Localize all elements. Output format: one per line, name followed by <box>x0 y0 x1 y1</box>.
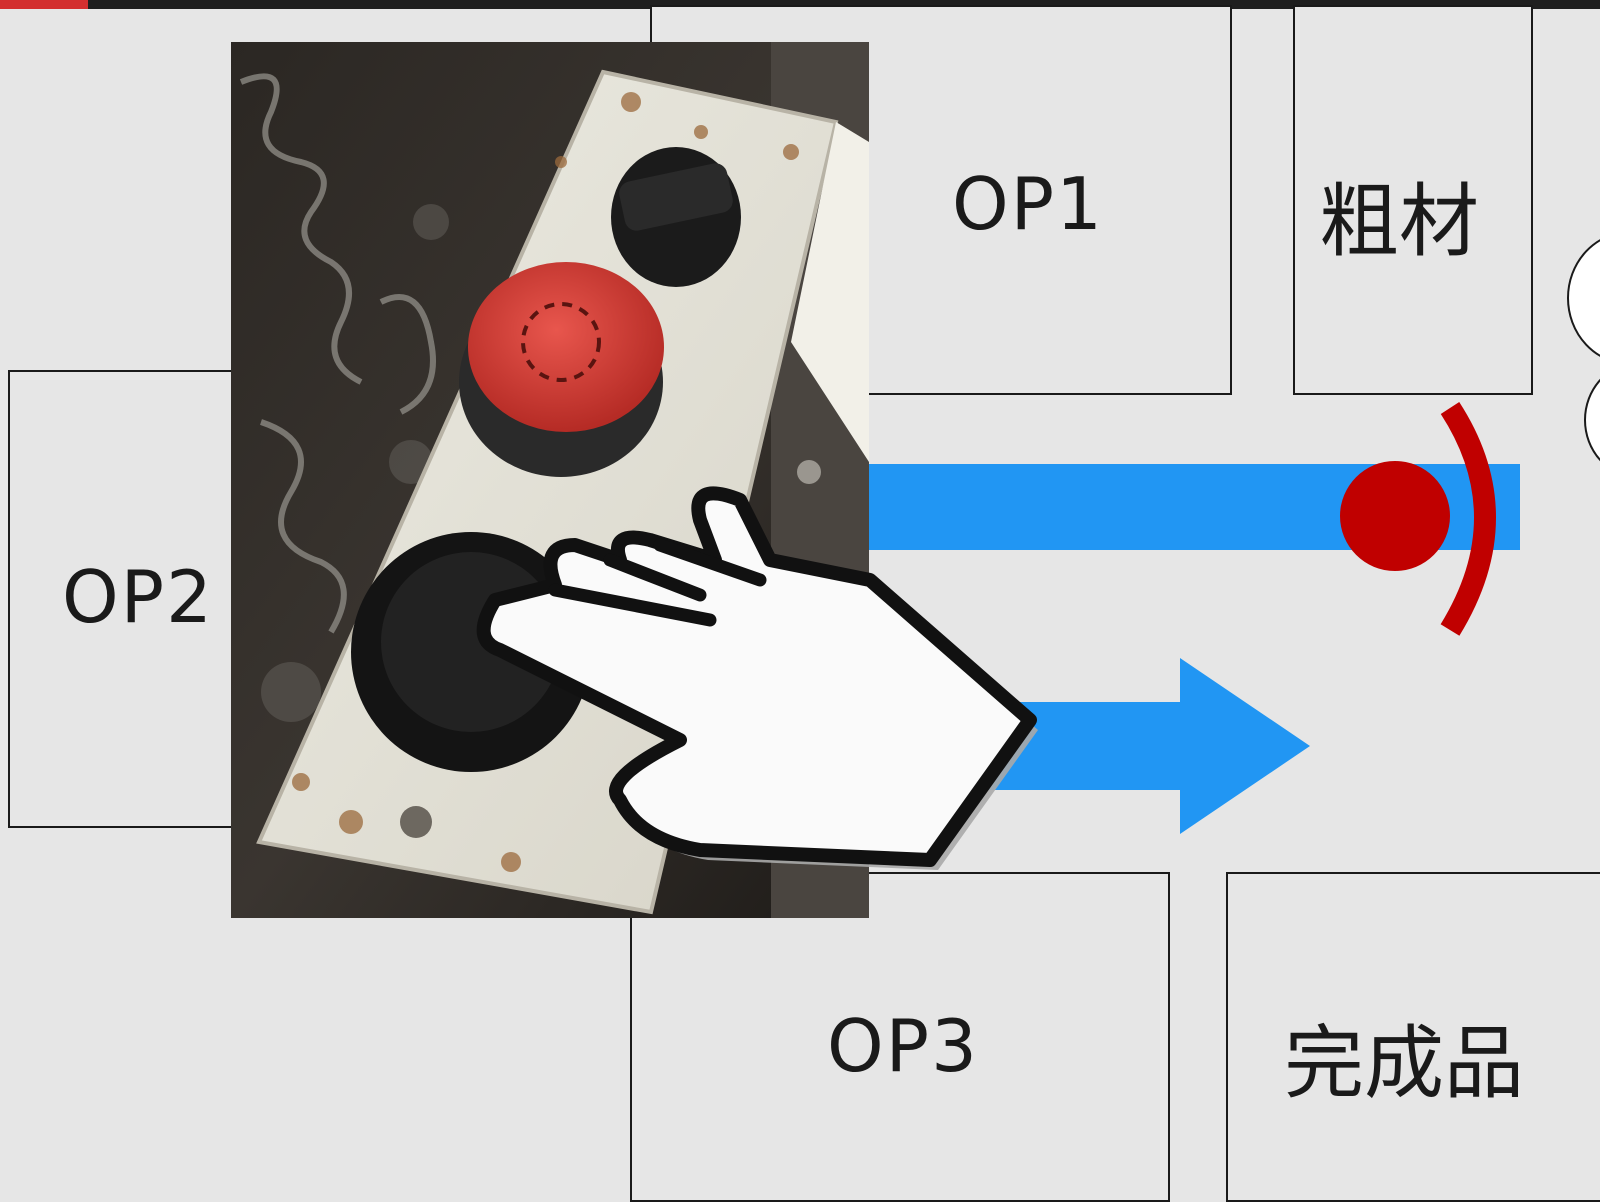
stop-bracket-icon <box>1440 402 1496 636</box>
stop-signal-icon <box>1340 461 1450 571</box>
station-op3-label: OP3 <box>827 1004 979 1088</box>
station-op2-label: OP2 <box>62 555 214 639</box>
station-raw-material-label: 粗材 <box>1319 175 1479 268</box>
bubble-bottom <box>1584 378 1600 462</box>
station-raw-material: 粗材 <box>1293 5 1533 395</box>
station-finished-goods-label: 完成品 <box>1284 1017 1524 1110</box>
top-bar-accent <box>0 0 88 9</box>
station-op1-label: OP1 <box>952 162 1104 246</box>
station-op3: OP3 <box>630 872 1170 1202</box>
bubble-top <box>1567 239 1600 357</box>
top-bar <box>0 0 1600 9</box>
station-finished-goods: 完成品 <box>1226 872 1600 1202</box>
flow-arrow-icon <box>980 658 1310 834</box>
